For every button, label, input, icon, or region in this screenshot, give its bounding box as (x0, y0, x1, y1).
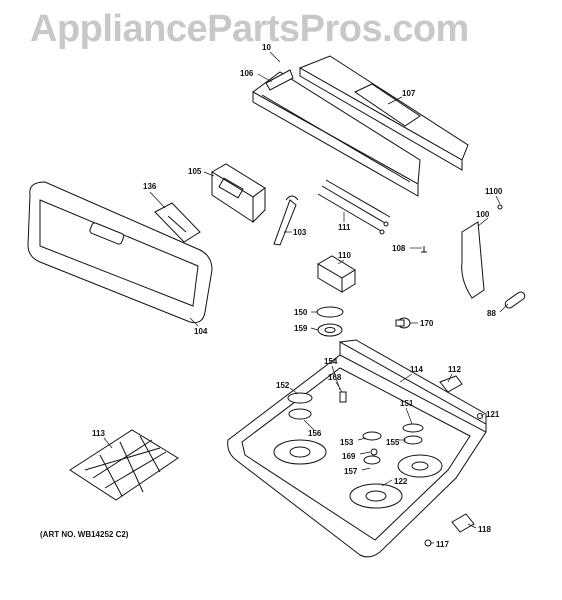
callout-153: 153 (340, 438, 354, 447)
callout-106: 106 (240, 69, 254, 78)
leader-lines (103, 51, 509, 544)
callout-169: 169 (342, 452, 356, 461)
callout-168: 168 (328, 373, 342, 382)
callout-136: 136 (143, 182, 157, 191)
callout-152: 152 (276, 381, 290, 390)
callout-105: 105 (188, 167, 202, 176)
burner-head-156[interactable] (288, 408, 312, 420)
callout-154: 154 (324, 357, 338, 366)
callout-10: 10 (262, 43, 271, 52)
callout-112: 112 (448, 365, 461, 374)
callout-103: 103 (293, 228, 307, 237)
callout-151: 151 (400, 399, 414, 408)
callout-159: 159 (294, 324, 308, 333)
callout-156: 156 (308, 429, 322, 438)
bracket-112[interactable] (439, 375, 463, 393)
callout-170: 170 (420, 319, 434, 328)
callout-111: 111 (338, 223, 351, 232)
side-bracket-100[interactable] (461, 221, 485, 299)
callout-155: 155 (386, 438, 400, 447)
callout-122: 122 (394, 477, 408, 486)
grate-113[interactable] (69, 429, 179, 501)
control-panel-104[interactable] (27, 181, 213, 323)
callout-1100: 1100 (485, 187, 503, 196)
callout-113: 113 (92, 429, 105, 438)
watermark-logo: AppliancePartsPros.com (30, 8, 469, 50)
callout-121: 121 (486, 410, 500, 419)
hinge-118[interactable] (451, 513, 475, 533)
orifice-168[interactable] (339, 391, 347, 403)
callout-107: 107 (402, 89, 416, 98)
wire-assembly-111[interactable] (317, 179, 391, 235)
burner-cap-151[interactable] (402, 423, 424, 433)
callout-labels: 10 106 107 105 136 1100 100 103 111 108 … (92, 43, 503, 549)
burner-head-159[interactable] (317, 323, 343, 337)
cooktop-114[interactable] (227, 339, 487, 558)
orifice-169[interactable] (370, 448, 378, 456)
callout-114: 114 (410, 365, 423, 374)
callout-157: 157 (344, 467, 358, 476)
rear-trim-107[interactable] (298, 55, 469, 171)
screw-108[interactable] (421, 246, 427, 253)
callout-118: 118 (478, 525, 491, 534)
callout-100: 100 (476, 210, 490, 219)
nameplate-136[interactable] (154, 202, 201, 243)
burner-cap-152[interactable] (287, 392, 313, 404)
knob-170[interactable] (395, 317, 411, 329)
electronic-control-105[interactable] (211, 163, 266, 224)
screw-1100[interactable] (497, 204, 503, 210)
burner-cap-150[interactable] (316, 306, 344, 318)
backguard-panel-106[interactable] (252, 69, 421, 197)
callout-150: 150 (294, 308, 308, 317)
callout-104: 104 (194, 327, 208, 336)
callout-108: 108 (392, 244, 406, 253)
callout-88: 88 (487, 309, 496, 318)
art-number: (ART NO. WB14252 C2) (40, 530, 129, 539)
burner-head-155[interactable] (403, 435, 423, 445)
tube-88[interactable] (504, 290, 527, 309)
bracket-103[interactable] (273, 195, 299, 246)
callout-110: 110 (338, 251, 351, 260)
burner-cap-153[interactable] (362, 431, 382, 441)
switch-block-110[interactable] (317, 255, 356, 293)
screw-121[interactable] (477, 413, 483, 419)
callout-117: 117 (436, 540, 449, 549)
